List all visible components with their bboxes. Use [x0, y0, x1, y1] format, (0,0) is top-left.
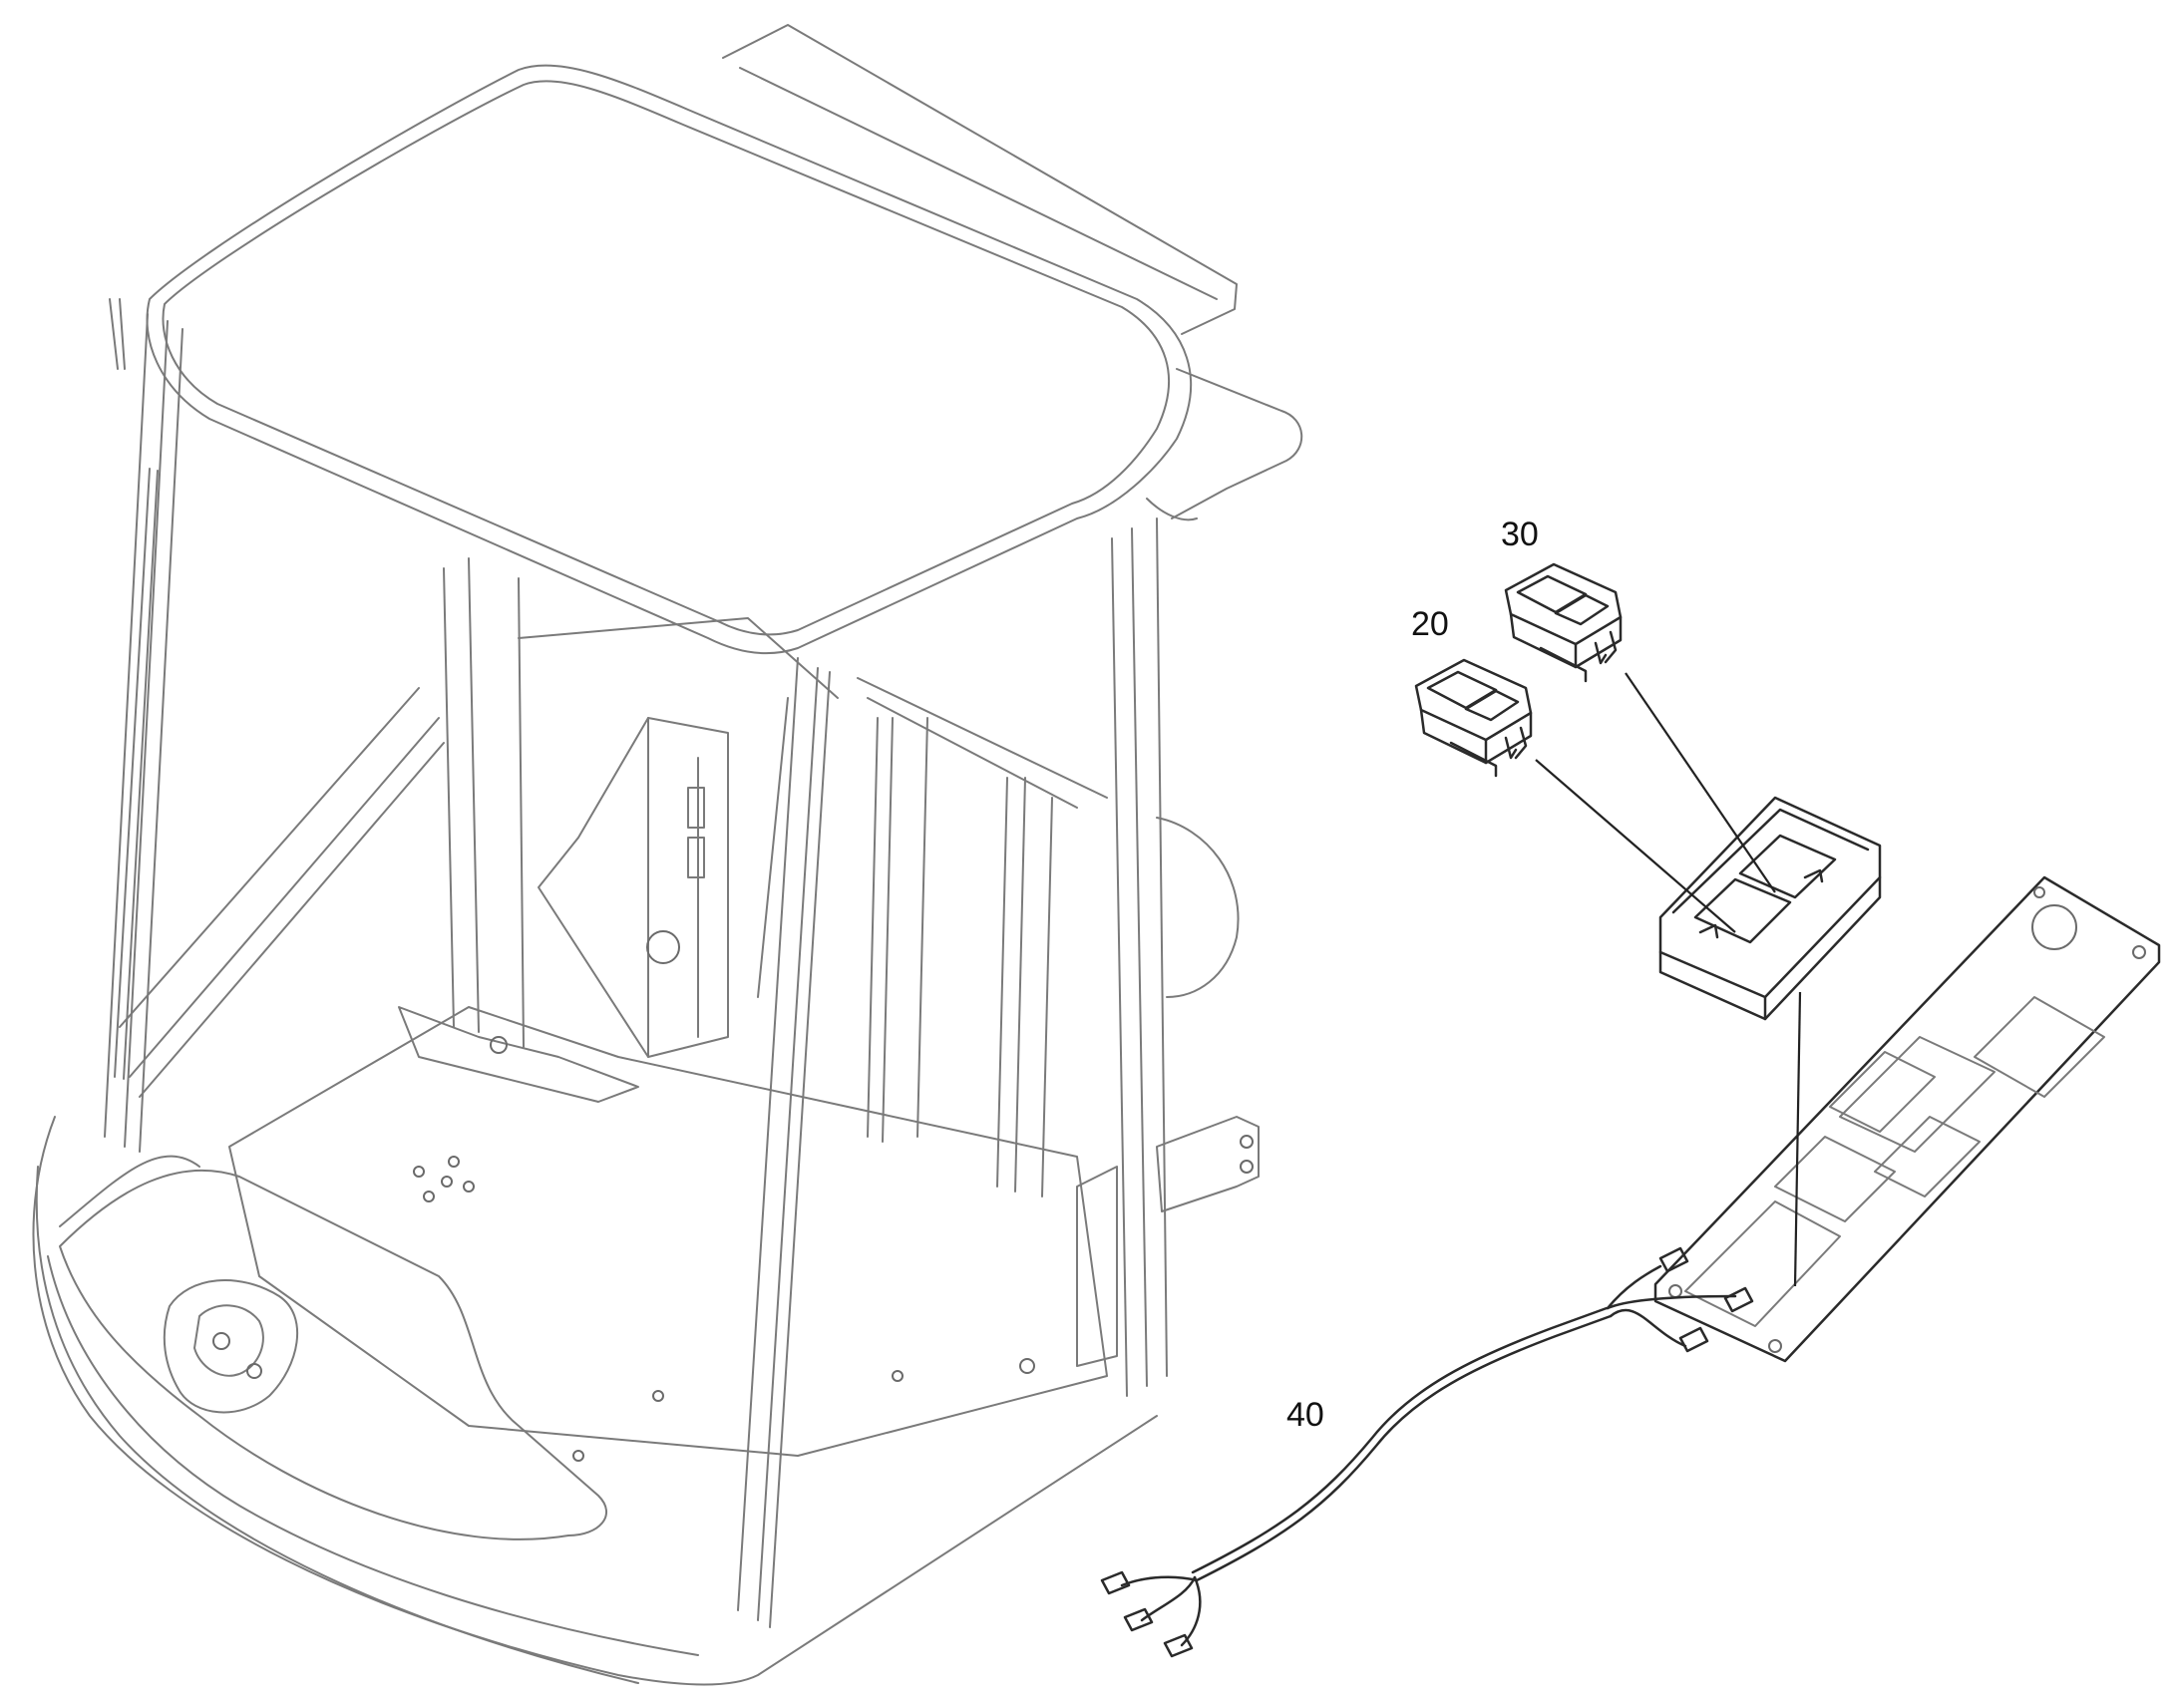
rocker-switch-20: [1414, 658, 1533, 778]
cab-lower-tub: [32, 1116, 1158, 1686]
callout-40: 40: [1286, 1396, 1324, 1434]
cab-frame: [32, 24, 1303, 1686]
cab-roof-rear-extension: [722, 24, 1238, 335]
cab-rear-console: [538, 717, 729, 1058]
rocker-switch-30: [1504, 562, 1623, 683]
leader-lines: [1535, 672, 1802, 1287]
switch-mounting-bezel: [1658, 796, 1882, 1021]
cab-rear-right-pillar: [1111, 517, 1168, 1397]
leader-line-plate: [1793, 991, 1802, 1287]
cab-floor: [228, 1006, 1108, 1457]
callout-30: 30: [1501, 515, 1539, 553]
cab-right-front-pillar: [737, 657, 831, 1628]
cab-front-dashboard: [59, 1169, 608, 1540]
cab-left-front-pillar: [104, 313, 183, 1153]
mounting-plate: [1653, 875, 2161, 1363]
cab-roof: [146, 64, 1192, 655]
callout-20: 20: [1411, 605, 1449, 643]
wire-harness-40: [1100, 1246, 1754, 1658]
cab-grab-handle: [1171, 368, 1303, 519]
leader-line-20: [1535, 759, 1736, 933]
leader-line-30: [1625, 672, 1776, 893]
